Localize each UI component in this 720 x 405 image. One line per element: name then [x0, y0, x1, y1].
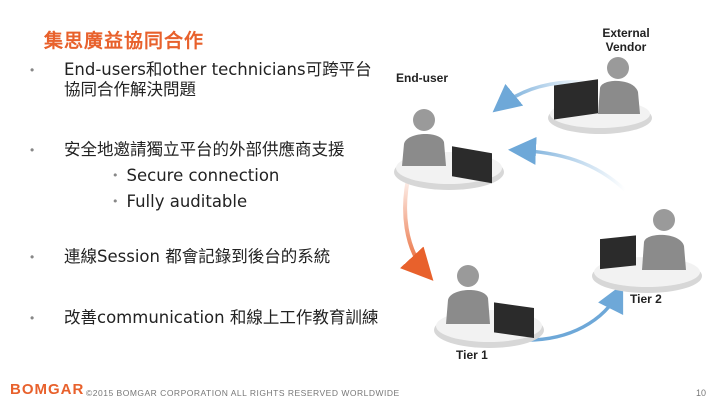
arrow-tier2-to-enduser	[508, 136, 627, 192]
external-vendor-label-line: External	[602, 26, 650, 40]
external-vendor-label-line: Vendor	[605, 40, 647, 54]
collaboration-diagram: End-user External Vendor Tier 2 Tier 1	[380, 20, 720, 375]
sub-bullet-1: • Secure connection	[112, 166, 279, 185]
tier1-label: Tier 1	[456, 348, 488, 362]
end-user-label: End-user	[396, 71, 449, 85]
arrow-vendor-to-enduser	[492, 80, 589, 113]
sub-bullet-2: • Fully auditable	[112, 192, 247, 211]
person-at-computer-icon	[548, 57, 652, 134]
person-at-computer-icon	[592, 209, 702, 293]
page-number: 10	[695, 388, 706, 398]
bullet-marker: •	[30, 311, 35, 325]
bullet-text: 安全地邀請獨立平台的外部供應商支援	[64, 140, 345, 159]
person-at-computer-icon	[394, 109, 504, 190]
arrow-tier1-to-tier2	[519, 283, 624, 342]
sub-bullet-text: Fully auditable	[126, 192, 248, 211]
person-at-computer-icon	[434, 265, 544, 348]
bullet-text: 改善communication 和線上工作教育訓練	[64, 308, 379, 327]
bullet-marker: •	[30, 143, 35, 157]
tier2-label: Tier 2	[630, 292, 662, 306]
bullet-text: 連線Session 都會記錄到後台的系統	[64, 247, 331, 266]
sub-bullet-text: Secure connection	[126, 166, 280, 185]
bullet-marker: •	[30, 250, 35, 264]
bullet-text: End-users和other technicians可跨平台協同合作解決問題	[64, 60, 372, 99]
diagram-graphic	[394, 57, 702, 348]
bullet-marker: •	[112, 169, 119, 182]
company-logo: BOMGAR	[10, 381, 85, 398]
slide-title: 集思廣益協同合作	[44, 30, 205, 52]
bullet-marker: •	[30, 63, 35, 77]
bullet-marker: •	[112, 195, 119, 208]
copyright-text: ©2015 BOMGAR CORPORATION ALL RIGHTS RESE…	[86, 388, 400, 398]
external-vendor-label: External Vendor	[596, 26, 656, 54]
